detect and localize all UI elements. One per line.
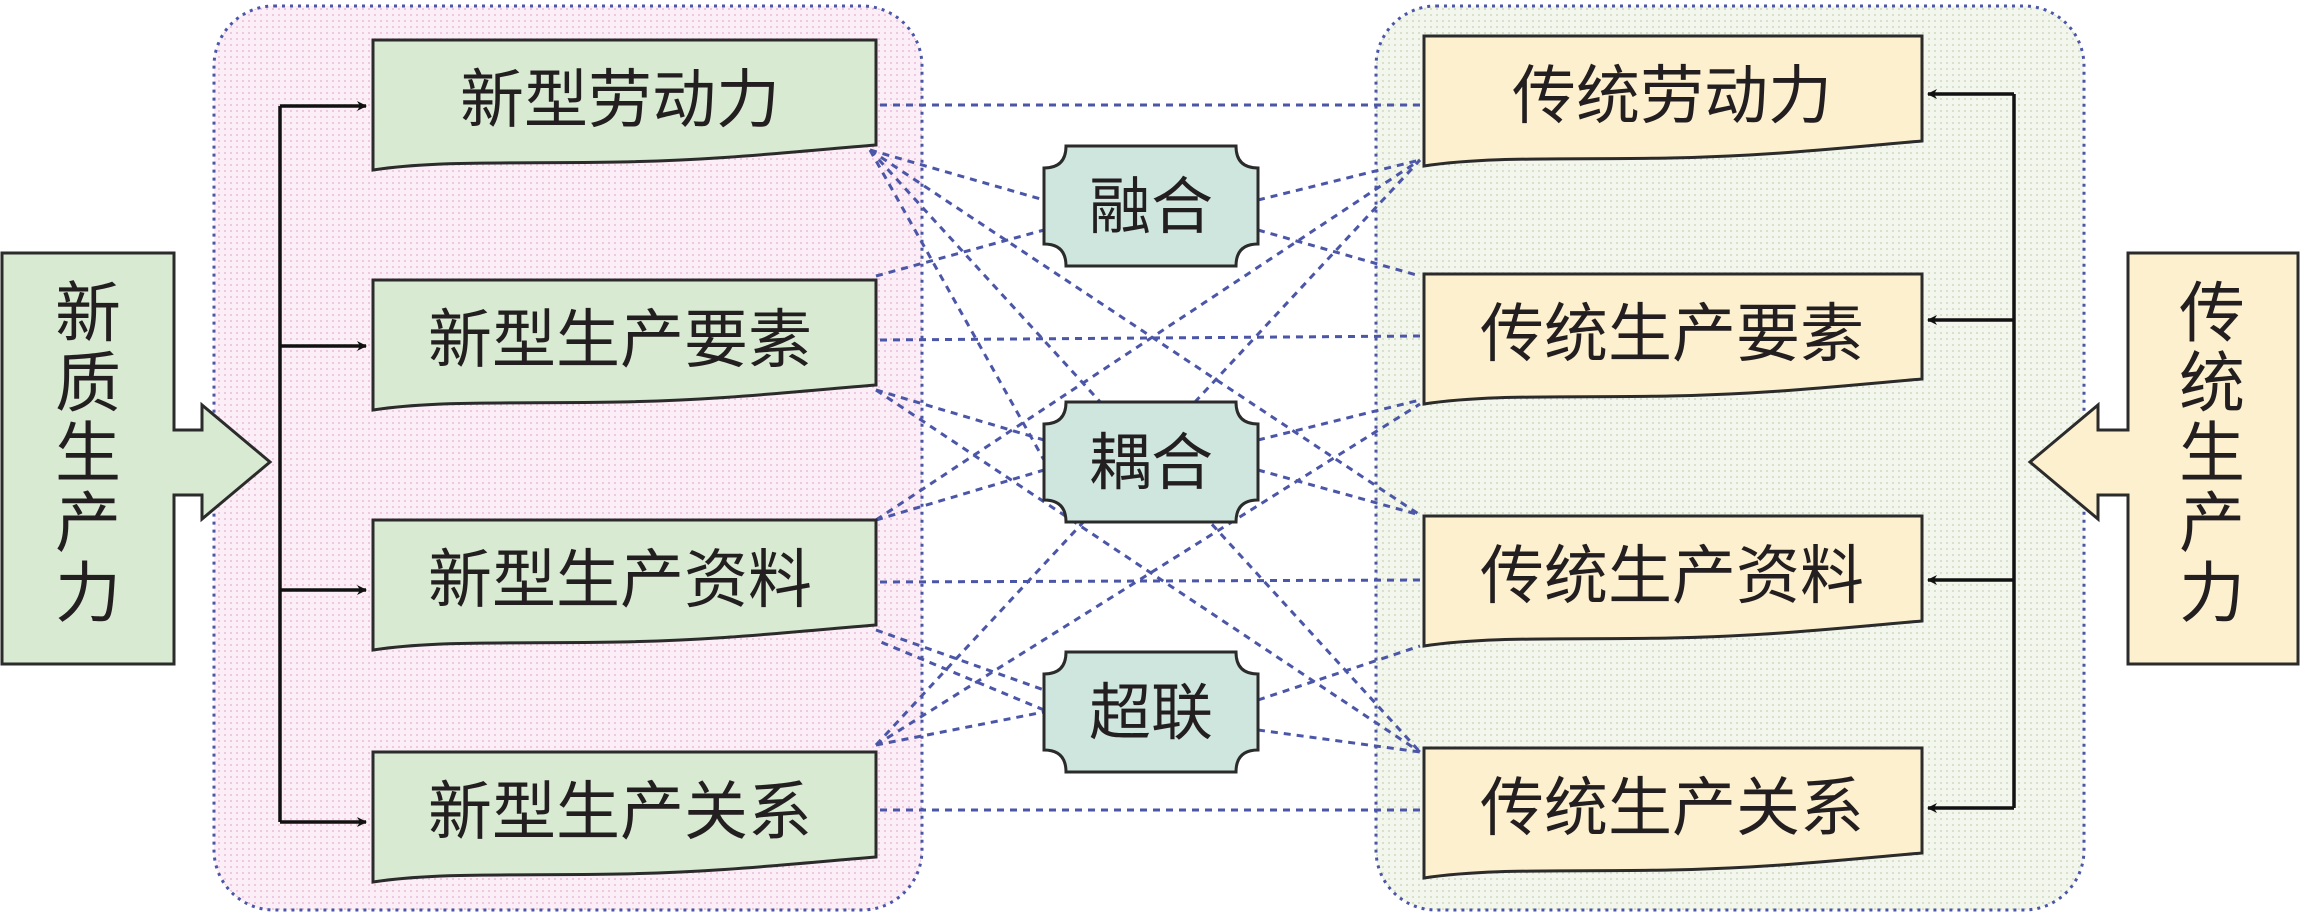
- new-quality-productivity-source: [0, 251, 273, 666]
- old-labor-label: 传统劳动力: [1512, 60, 1832, 134]
- dashed-link-5: [869, 148, 1421, 517]
- new-items: 新型劳动力 新型生产要素 新型生产资料 新型生产关系: [371, 38, 878, 884]
- old-factor-label: 传统生产要素: [1480, 298, 1864, 372]
- source-char-old-4: 产: [2179, 485, 2245, 562]
- new-labor-box: [371, 38, 878, 172]
- dashed-link-19: [1257, 398, 1421, 442]
- new-relations-box: [371, 750, 878, 884]
- new-means-box: [371, 518, 878, 652]
- new-relations-label: 新型生产关系: [428, 776, 812, 850]
- new-means-label: 新型生产资料: [428, 544, 812, 618]
- right-branch-arrows: [1927, 89, 2016, 813]
- fusion-plaque: [1042, 144, 1260, 268]
- dashed-link-21: [1257, 644, 1421, 702]
- dashed-link-20: [1257, 468, 1421, 517]
- source-char-new-1: 新: [55, 275, 121, 352]
- dashed-link-16: [875, 402, 1421, 747]
- left-branch-arrows: [278, 101, 367, 827]
- dashed-link-9: [875, 388, 1045, 442]
- source-char-new-4: 产: [55, 485, 121, 562]
- dashed-link-15: [874, 158, 1422, 747]
- source-char-new-3: 生: [55, 415, 121, 492]
- traditional-productivity-source: [2027, 251, 2300, 666]
- old-labor-box: [1422, 34, 1924, 168]
- dashed-link-17: [1257, 158, 1421, 202]
- old-relations-label: 传统生产关系: [1480, 772, 1864, 846]
- source-char-new-2: 质: [55, 345, 121, 422]
- coupling-plaque: [1042, 400, 1260, 524]
- fusion-label: 融合: [1089, 170, 1213, 243]
- dashed-link-12: [875, 158, 1421, 522]
- dashed-link-4: [869, 148, 1045, 202]
- source-char-old-3: 生: [2179, 415, 2245, 492]
- dashed-link-11: [875, 468, 1045, 522]
- source-char-old-2: 统: [2179, 345, 2245, 422]
- old-factor-box: [1422, 272, 1924, 406]
- dashed-link-2: [879, 578, 1421, 584]
- coupling-label: 耦合: [1089, 426, 1213, 499]
- relation-plaques: 融合 耦合 超联: [1042, 144, 1260, 774]
- dashed-link-18: [1257, 228, 1421, 278]
- dashed-link-14: [875, 710, 1045, 747]
- new-labor-label: 新型劳动力: [460, 64, 780, 138]
- old-items: 传统劳动力 传统生产要素 传统生产资料 传统生产关系: [1422, 34, 1924, 880]
- new-factor-box: [371, 278, 878, 412]
- hyperlink-plaque: [1042, 650, 1260, 774]
- dashed-link-8: [875, 228, 1045, 278]
- dashed-link-23: [875, 638, 1045, 712]
- dashed-link-13: [875, 628, 1045, 692]
- dashed-link-22: [1257, 728, 1421, 754]
- source-char-old-5: 力: [2179, 555, 2245, 632]
- new-factor-label: 新型生产要素: [428, 304, 812, 378]
- old-relations-box: [1422, 746, 1924, 880]
- source-char-old-1: 传: [2179, 275, 2245, 352]
- old-means-label: 传统生产资料: [1480, 540, 1864, 614]
- hyperlink-label: 超联: [1089, 676, 1213, 749]
- dashed-link-10: [875, 388, 1421, 754]
- old-means-box: [1422, 514, 1924, 648]
- source-char-new-5: 力: [55, 555, 121, 632]
- relation-links: [868, 103, 1422, 812]
